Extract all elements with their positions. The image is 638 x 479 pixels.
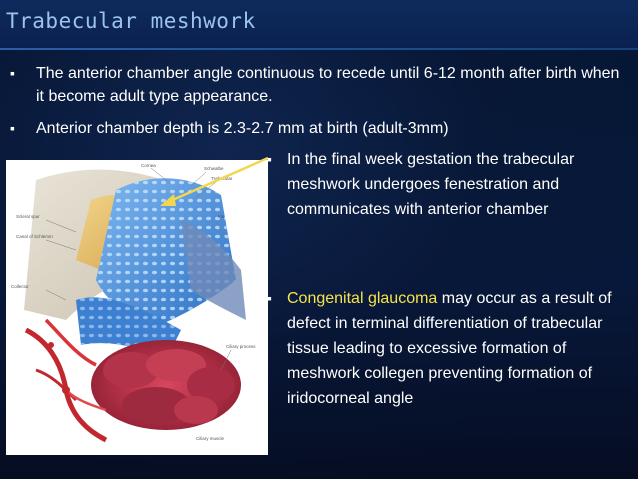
bullet-item: ▪ The anterior chamber angle continuous … bbox=[10, 62, 630, 108]
bullet-item: ▪ In the final week gestation the trabec… bbox=[267, 147, 627, 222]
bullet-item: ▪ Congenital glaucoma may occur as a res… bbox=[267, 286, 627, 411]
title-divider bbox=[0, 48, 638, 50]
svg-text:Schwalbe: Schwalbe bbox=[204, 166, 224, 171]
bullet-text: In the final week gestation the trabecul… bbox=[287, 151, 575, 218]
pointer-arrow-icon bbox=[160, 156, 269, 206]
svg-text:Ciliary muscle: Ciliary muscle bbox=[196, 436, 225, 441]
bullet-marker-icon: ▪ bbox=[10, 65, 15, 81]
bullet-text-rest: may occur as a result of defect in termi… bbox=[287, 290, 612, 407]
bullet-text: Anterior chamber depth is 2.3-2.7 mm at … bbox=[36, 120, 449, 137]
svg-text:Iris: Iris bbox=[218, 214, 225, 219]
bullet-item: ▪ Anterior chamber depth is 2.3-2.7 mm a… bbox=[10, 117, 630, 140]
title-bar: Trabecular meshwork bbox=[0, 0, 638, 48]
bullet-marker-icon: ▪ bbox=[267, 290, 272, 306]
svg-text:Collector: Collector bbox=[11, 284, 29, 289]
highlighted-term: Congenital glaucoma bbox=[287, 290, 438, 307]
bullet-marker-icon: ▪ bbox=[267, 151, 272, 167]
anatomy-figure: Cornea Schwalbe Trabecular Scleral spur … bbox=[6, 160, 268, 455]
svg-text:Canal of Schlemm: Canal of Schlemm bbox=[16, 234, 53, 239]
slide-title: Trabecular meshwork bbox=[6, 9, 256, 33]
bullet-marker-icon: ▪ bbox=[10, 120, 15, 136]
bullet-text: Congenital glaucoma may occur as a resul… bbox=[267, 286, 627, 411]
svg-text:Cornea: Cornea bbox=[141, 163, 156, 168]
bullet-text: The anterior chamber angle continuous to… bbox=[36, 65, 620, 105]
svg-text:Scleral spur: Scleral spur bbox=[16, 214, 40, 219]
svg-text:Ciliary process: Ciliary process bbox=[226, 344, 256, 349]
